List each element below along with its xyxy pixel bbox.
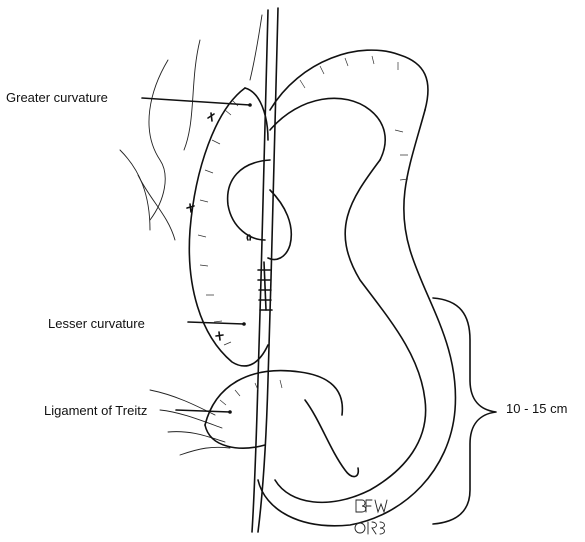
greater-curvature-label: Greater curvature [6, 90, 108, 105]
duodenal-loop [205, 371, 358, 477]
leader-lines [142, 98, 252, 414]
afferent-loop [228, 160, 292, 259]
ligament-of-treitz-label: Ligament of Treitz [44, 403, 147, 418]
length-range-label: 10 - 15 cm [506, 401, 567, 416]
pointer-dot-lesser [242, 322, 246, 326]
lesser-curvature-label: Lesser curvature [48, 316, 145, 331]
suture-marks [187, 113, 223, 340]
pointer-dot-treitz [228, 410, 232, 414]
jejunal-loop [258, 50, 455, 526]
stomach-pouch [189, 88, 268, 366]
pointer-dot-greater [248, 103, 252, 107]
artist-signature [355, 500, 387, 534]
